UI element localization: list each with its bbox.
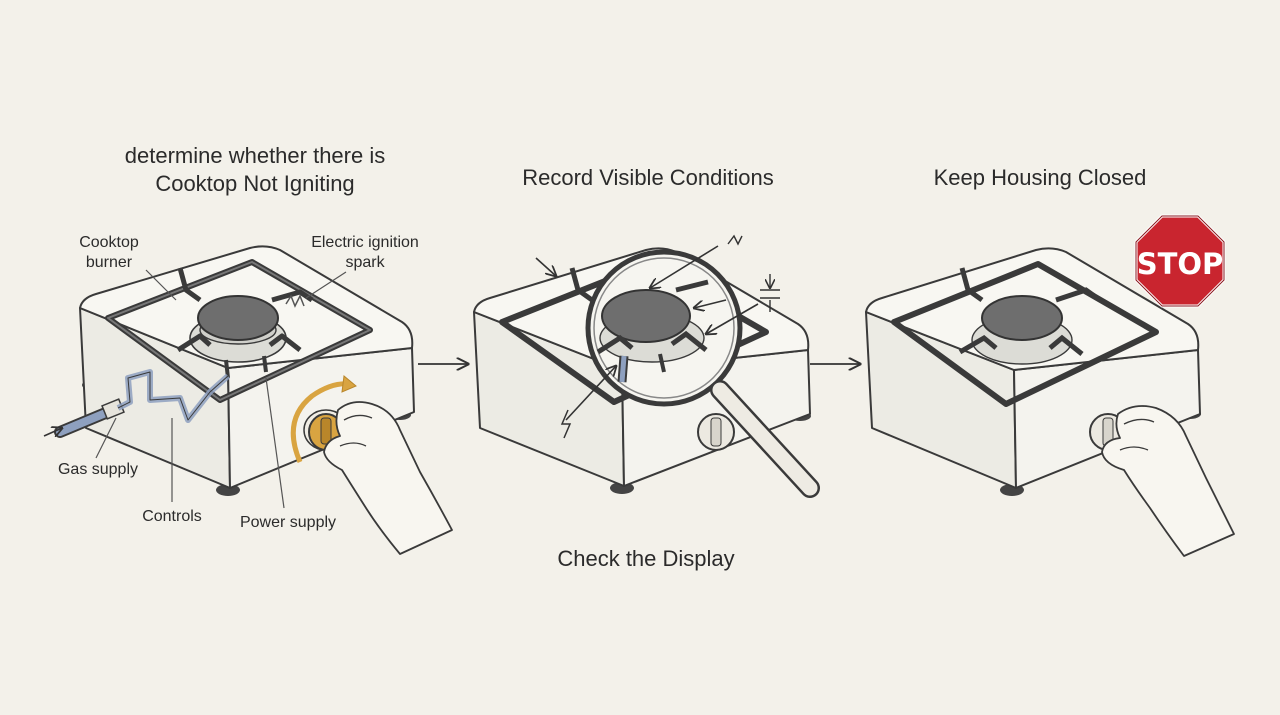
panel-2-title: Record Visible Conditions xyxy=(522,165,774,190)
panel-3-title: Keep Housing Closed xyxy=(933,165,1147,190)
label-electric-ignition-line-2: spark xyxy=(345,254,385,271)
label-controls: Controls xyxy=(142,508,202,525)
panel-1-cooktop-diagram xyxy=(43,245,453,555)
panel-2-caption: Check the Display xyxy=(557,546,735,571)
label-electric-ignition-line-1: Electric ignition xyxy=(311,234,419,251)
panel-3-cooktop-diagram xyxy=(865,247,1235,557)
stop-sign-icon: STOP xyxy=(1134,214,1226,308)
hand-icon xyxy=(323,401,453,555)
panel-2-cooktop-diagram xyxy=(473,234,820,498)
lightning-icon xyxy=(560,409,572,439)
label-cooktop-burner-line-1: Cooktop xyxy=(79,234,139,251)
panel-1-title-line-1: determine whether there is xyxy=(124,143,386,168)
label-cooktop-burner-line-2: burner xyxy=(85,254,133,271)
panel-1-title-line-2: Cooktop Not Igniting xyxy=(155,171,355,196)
hand-icon xyxy=(1101,405,1235,557)
stop-sign-text: STOP xyxy=(1137,247,1224,281)
label-power-supply: Power supply xyxy=(239,514,337,531)
label-gas-supply: Gas supply xyxy=(57,461,139,478)
